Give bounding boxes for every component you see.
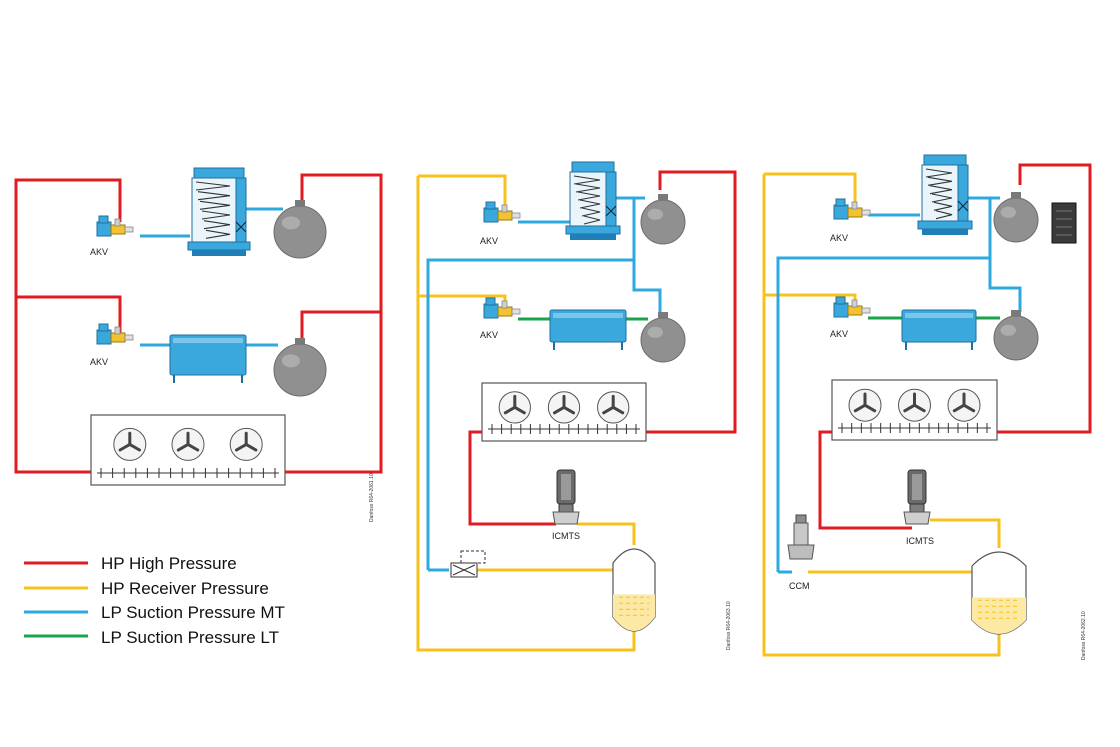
akv-valve-2b xyxy=(483,297,521,319)
icmts-valve-2 xyxy=(552,469,580,525)
ccm-label-3: CCM xyxy=(789,581,810,591)
chest-freezer-1 xyxy=(169,334,247,383)
drawing-code-3: Danfoss R64-2062.10 xyxy=(1081,611,1087,660)
pipe-hp-high xyxy=(646,170,737,434)
chest-freezer-2 xyxy=(549,309,627,350)
compressor-2b xyxy=(640,312,686,363)
pipe-lp-mt xyxy=(426,258,634,570)
pipe-hp-receiver xyxy=(764,172,857,205)
akv-label-3a: AKV xyxy=(830,233,848,243)
pipe-lp-mt xyxy=(632,198,662,315)
akv-valve-3a xyxy=(833,198,871,220)
compressor-1a xyxy=(273,200,327,259)
icmts-label-2: ICMTS xyxy=(552,531,580,541)
compressor-2a xyxy=(640,194,686,245)
pipe-hp-high xyxy=(300,310,381,338)
akv-label-1b: AKV xyxy=(90,357,108,367)
display-case-2 xyxy=(565,161,621,240)
pipe-hp-high xyxy=(285,173,383,474)
akv-label-1a: AKV xyxy=(90,247,108,257)
chest-freezer-3 xyxy=(901,309,977,350)
pipe-hp-receiver xyxy=(762,174,1001,657)
akv-label-3b: AKV xyxy=(830,329,848,339)
display-case-1 xyxy=(187,167,251,256)
pipe-hp-receiver xyxy=(416,176,636,652)
gas-cooler-2 xyxy=(481,382,647,442)
akv-label-2b: AKV xyxy=(480,330,498,340)
compressor-1b xyxy=(273,338,327,397)
display-case-3 xyxy=(917,154,973,235)
pipe-hp-high xyxy=(818,430,912,530)
pipe-hp-receiver xyxy=(577,522,636,545)
akv-valve-1a xyxy=(96,215,134,237)
receiver-2 xyxy=(612,548,656,632)
compressor-3a xyxy=(993,192,1039,243)
legend-label-lp-mt: LP Suction Pressure MT xyxy=(101,603,285,622)
pipe-lp-mt xyxy=(988,198,1022,312)
legend-label-hp-receiver: HP Receiver Pressure xyxy=(101,579,269,598)
pipe-lp-mt xyxy=(776,256,990,572)
icmts-valve-3 xyxy=(903,469,931,525)
icmts-label-3: ICMTS xyxy=(906,536,934,546)
expansion-device-2 xyxy=(450,550,486,578)
gas-cooler-3 xyxy=(831,379,998,441)
ccm-valve-3 xyxy=(787,514,815,560)
drawing-code-2: Danfoss R64-2063.10 xyxy=(726,601,732,650)
akv-valve-1b xyxy=(96,323,134,345)
control-cabinet-3 xyxy=(1051,202,1077,244)
pipe-hp-high xyxy=(997,163,1092,434)
akv-label-2a: AKV xyxy=(480,236,498,246)
drawing-code-1: Danfoss R64-2061.10 xyxy=(369,473,375,522)
equipment xyxy=(90,154,1077,635)
akv-valve-2a xyxy=(483,201,521,223)
pipe-hp-receiver xyxy=(418,174,507,205)
receiver-3 xyxy=(971,551,1027,635)
legend-label-hp-high: HP High Pressure xyxy=(101,554,237,573)
legend-label-lp-lt: LP Suction Pressure LT xyxy=(101,628,279,647)
pipe-lines xyxy=(14,163,1092,657)
legend: HP High Pressure HP Receiver Pressure LP… xyxy=(24,554,285,647)
pipe-hp-high xyxy=(468,430,556,526)
pipe-hp-receiver xyxy=(930,518,1001,548)
gas-cooler-1 xyxy=(90,414,286,486)
akv-valve-3b xyxy=(833,296,871,318)
compressor-3b xyxy=(993,310,1039,361)
pipe-hp-high xyxy=(14,178,122,474)
pipe-hp-high xyxy=(16,295,122,333)
